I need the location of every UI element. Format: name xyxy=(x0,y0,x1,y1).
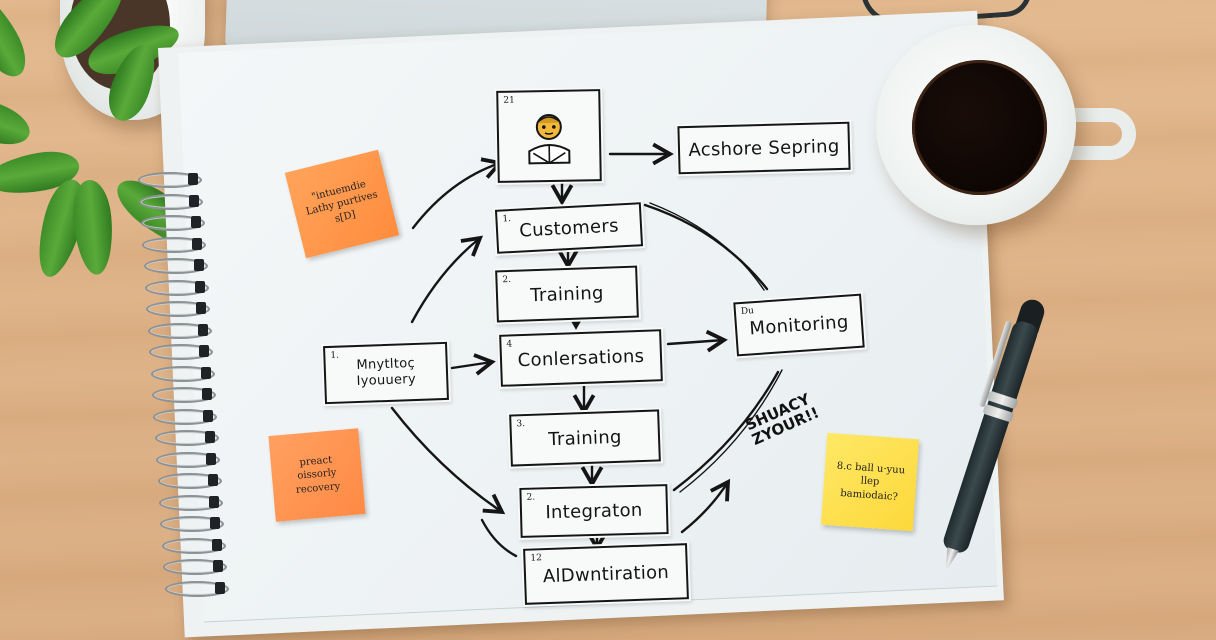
spiral-ring xyxy=(152,387,216,403)
spiral-hole xyxy=(211,538,222,551)
node-asshore: Acshore Sepring xyxy=(675,119,853,177)
spiral-hole xyxy=(203,409,214,422)
spiral-ring xyxy=(153,408,218,425)
sticky-note-yellow: 8.c ball u·yuu llep bamiodaic? xyxy=(820,432,920,532)
spiral-hole xyxy=(213,560,224,572)
node-label: Acshore Sepring xyxy=(688,135,840,161)
spiral-hole xyxy=(210,517,221,529)
spiral-ring xyxy=(146,301,211,317)
curve-integration-to-monitoring-2 xyxy=(679,369,783,493)
curve-left-to-administration xyxy=(480,518,518,558)
node-label: Integraton xyxy=(545,499,643,523)
node-number: Du xyxy=(740,306,755,318)
avatar-card: 21 xyxy=(494,87,604,185)
spiral-hole xyxy=(197,323,208,336)
node-integration: 2. Integraton xyxy=(517,482,671,540)
spiral-hole xyxy=(200,366,211,379)
spiral-hole xyxy=(204,431,215,443)
spiral-ring xyxy=(142,236,207,253)
node-label: Customers xyxy=(518,214,620,242)
sticky-note-orange-bottom: preact oissorly recovery xyxy=(268,428,366,522)
spiral-hole xyxy=(202,388,212,400)
spiral-ring xyxy=(139,193,204,210)
spiral-ring xyxy=(154,430,219,446)
curve-integration-to-monitoring xyxy=(672,370,780,492)
spiral-ring xyxy=(157,473,222,489)
arrow-start-to-customers xyxy=(410,235,484,324)
node-label: Training xyxy=(529,282,605,306)
arrow-start-to-integration xyxy=(390,406,506,515)
sticky-note-text: "intuemdie Lathy purtives s[D] xyxy=(304,178,379,225)
spiral-ring xyxy=(156,451,221,468)
spiral-hole xyxy=(195,280,205,293)
arrow-sticky-to-avatar xyxy=(411,157,504,230)
spiral-hole xyxy=(190,216,201,228)
spiral-hole xyxy=(214,581,225,594)
spiral-ring xyxy=(140,215,205,231)
spiral-hole xyxy=(188,173,198,185)
pen-tip xyxy=(941,547,959,570)
spiral-hole xyxy=(196,302,207,314)
person-avatar-icon xyxy=(528,114,571,165)
node-customers: 1. Customers xyxy=(492,200,646,256)
node-number: 1. xyxy=(502,214,512,225)
spiral-ring xyxy=(164,580,229,597)
arrow-start-to-conversations xyxy=(450,353,496,376)
node-label: Monitoring xyxy=(748,311,850,339)
node-number: 4 xyxy=(506,339,513,350)
spiral-ring xyxy=(147,322,212,339)
spiral-hole xyxy=(206,452,217,465)
node-training-1: 2. Training xyxy=(493,263,641,325)
node-number: 2. xyxy=(502,274,512,286)
card-number: 21 xyxy=(503,95,515,106)
coffee xyxy=(912,60,1047,195)
spiral-hole xyxy=(209,495,219,508)
node-label: Conlersations xyxy=(517,345,645,371)
mug-handle xyxy=(1070,108,1136,160)
node-number: 3. xyxy=(516,419,526,430)
spiral-ring xyxy=(160,516,225,532)
spiral-ring xyxy=(163,559,228,575)
spiral-ring xyxy=(149,344,214,360)
spiral-ring xyxy=(150,365,215,382)
arrow-administration-to-yellow xyxy=(680,478,731,534)
node-training-2: 3. Training xyxy=(507,407,663,469)
node-number: 12 xyxy=(530,553,543,564)
node-label: Mnytltoç Iyouuery xyxy=(356,355,417,390)
node-label: Training xyxy=(547,426,623,450)
curve-customers-to-monitoring-2 xyxy=(649,202,765,291)
node-start: 1. Mnytltoç Iyouuery xyxy=(320,339,452,407)
spiral-ring xyxy=(143,258,208,274)
spiral-hole xyxy=(207,474,218,486)
spiral-hole xyxy=(193,259,204,271)
spiral-ring xyxy=(161,537,226,554)
curve-customers-to-monitoring xyxy=(643,203,769,291)
spiral-ring xyxy=(145,279,209,296)
spiral-hole xyxy=(199,345,210,357)
spiral-ring xyxy=(138,172,202,188)
spiral-hole xyxy=(189,194,200,207)
node-number: 2. xyxy=(526,492,536,503)
node-label: AlDwntiration xyxy=(542,561,670,587)
sticky-note-text: preact oissorly recovery xyxy=(295,454,341,496)
node-number: 1. xyxy=(330,350,340,361)
spiral-hole xyxy=(192,237,203,250)
spiral-ring xyxy=(159,494,223,511)
sticky-note-text: 8.c ball u·yuu llep bamiodaic? xyxy=(836,460,906,503)
arrow-conversations-to-monitoring xyxy=(666,329,728,353)
